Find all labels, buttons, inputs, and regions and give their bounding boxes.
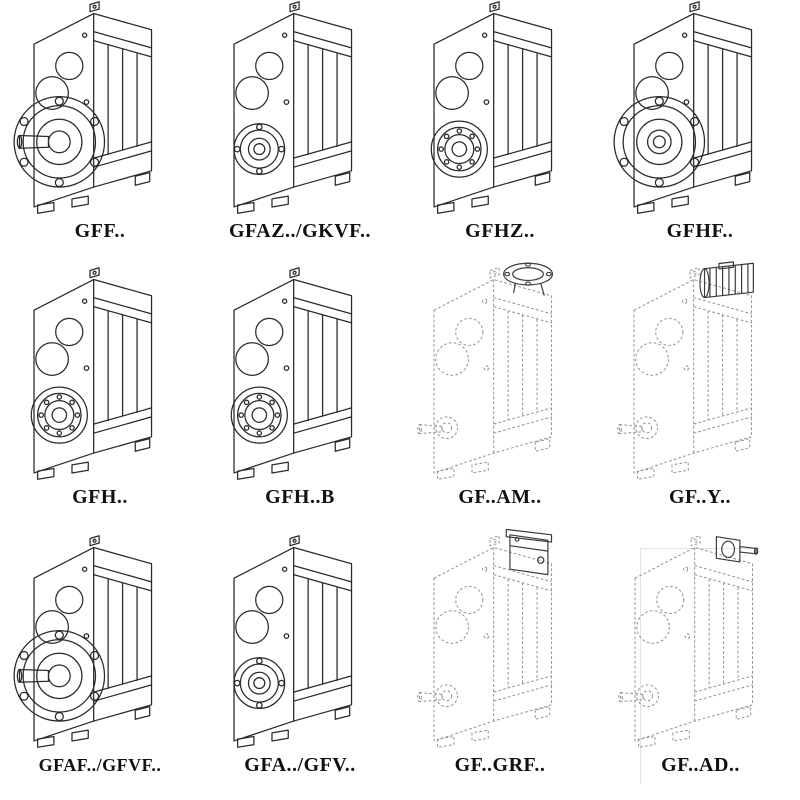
catalog-cell-gfaf: GFAF../GFVF.. <box>13 535 162 784</box>
output-shaft-icon <box>417 684 459 708</box>
gearbox-bearing-face-drawing <box>30 267 153 480</box>
gearbox-ghost-shaft-adapter-drawing <box>617 535 758 748</box>
model-label: GFHF.. <box>666 220 734 242</box>
gearbox-hollow-bore-drawing <box>233 1 353 214</box>
output-shaft-icon <box>617 684 659 708</box>
gearbox-body-ghost-icon <box>634 535 753 748</box>
gearbox-bearing-face-drawing <box>230 267 353 480</box>
gearbox-flange-shaft-drawing <box>13 1 153 214</box>
catalog-cell-gfy: GF..Y.. <box>617 261 760 516</box>
gearbox-body-icon <box>433 1 553 214</box>
catalog-cell-gfa: GFA../GFV.. <box>233 535 360 784</box>
gearbox-body-ghost-icon <box>433 267 553 480</box>
gearbox-hollow-flange-drawing <box>613 1 753 214</box>
model-label: GFA../GFV.. <box>244 754 356 776</box>
catalog-cell-gfhf: GFHF.. <box>613 1 760 250</box>
model-label: GFH..B <box>265 486 335 508</box>
gearbox-body-icon <box>233 267 353 480</box>
hollow-bore-icon <box>233 123 286 176</box>
gearbox-ghost-motor-drawing <box>617 261 754 480</box>
gearbox-ghost-input-flange-drawing <box>417 262 554 480</box>
catalog-cell-gfhz: GFHZ.. <box>430 1 560 250</box>
output-shaft-icon <box>417 416 459 440</box>
model-label: GFAF../GFVF.. <box>38 755 162 775</box>
catalog-cell-gfh: GFH.. <box>30 267 160 516</box>
model-label: GFAZ../GKVF.. <box>228 220 372 242</box>
shaft-adapter-icon <box>715 536 758 563</box>
gearbox-body-icon <box>33 535 153 748</box>
gearbox-bearing-face-drawing <box>430 1 553 214</box>
hollow-bore-icon <box>233 657 286 710</box>
catalog-cell-gff: GFF.. <box>13 1 160 250</box>
gearbox-body-ghost-icon <box>433 535 553 748</box>
input-flange-icon <box>503 262 554 297</box>
model-label: GF..AD.. <box>661 754 740 776</box>
catalog-cell-gfgrf: GF..GRF.. <box>417 528 560 784</box>
bearing-face-icon <box>430 120 488 178</box>
output-shaft-icon <box>617 416 659 440</box>
model-label: GF..GRF.. <box>454 754 546 776</box>
catalog-cell-gfaz: GFAZ../GKVF.. <box>229 1 371 250</box>
gearbox-body-icon <box>233 535 353 748</box>
output-flange-shaft-icon <box>13 96 106 188</box>
adapter-housing-icon <box>505 528 553 576</box>
bearing-face-icon <box>230 386 288 444</box>
hollow-flange-icon <box>613 96 706 188</box>
motor-icon <box>699 261 754 299</box>
gearbox-body-ghost-icon <box>633 267 753 480</box>
gearbox-ghost-adapter-drawing <box>417 528 553 748</box>
gearbox-body-icon <box>233 1 353 214</box>
gearbox-body-icon <box>33 1 153 214</box>
gearbox-hollow-bore-drawing <box>233 535 353 748</box>
model-label: GFHZ.. <box>465 220 535 242</box>
bearing-face-icon <box>30 386 88 444</box>
output-flange-shaft-icon <box>13 630 106 722</box>
gearbox-body-icon <box>33 267 153 480</box>
catalog-cell-gfad: GF..AD.. <box>617 535 760 784</box>
catalog-cell-gfhb: GFH..B <box>230 267 360 516</box>
model-label: GFH.. <box>72 486 128 508</box>
model-label: GF..Y.. <box>668 486 732 508</box>
gearbox-body-icon <box>633 1 753 214</box>
gearbox-flange-shaft-drawing <box>13 535 153 748</box>
model-label: GF..AM.. <box>458 486 542 508</box>
catalog-cell-gfam: GF..AM.. <box>417 262 560 516</box>
model-label: GFF.. <box>74 220 126 242</box>
